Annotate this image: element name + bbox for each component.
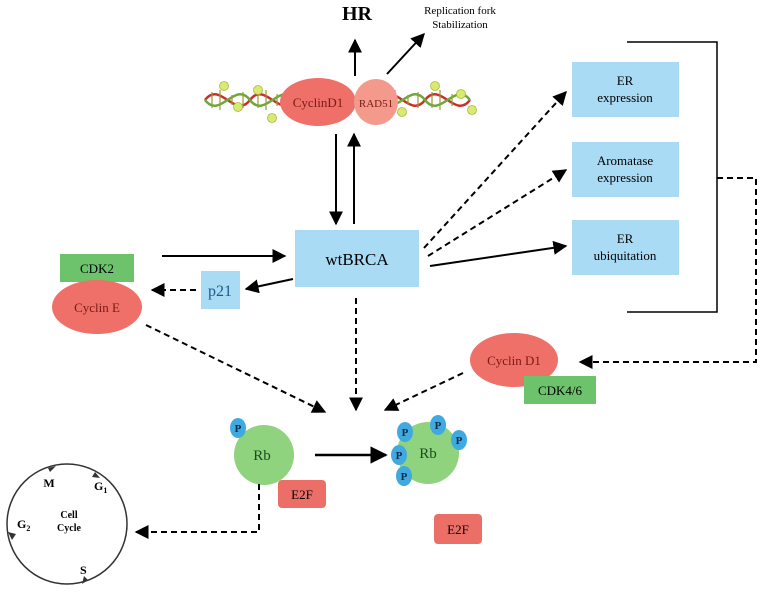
phase-s-label: S bbox=[80, 563, 87, 577]
cyclin-e-oval bbox=[52, 280, 142, 334]
arrow-cyclin-d1-to-rb bbox=[383, 372, 464, 411]
cell-cycle-arrowhead-top bbox=[48, 466, 56, 472]
rb-left-label: Rb bbox=[253, 448, 271, 464]
phosphate-right-3-label: P bbox=[456, 435, 463, 447]
phase-g1-label: G1 bbox=[94, 479, 107, 495]
phosphate-right-1-label: P bbox=[402, 427, 409, 439]
er-ubiq-label-line2: ubiquitation bbox=[594, 248, 657, 263]
cyclin-e-label: Cyclin E bbox=[74, 300, 120, 315]
cell-cycle-arrowhead-left bbox=[8, 532, 16, 540]
er-expression-label-line1: ER bbox=[617, 73, 634, 88]
cyclin-d1-label: Cyclin D1 bbox=[487, 353, 541, 368]
phase-g2-label: G2 bbox=[17, 517, 30, 533]
hr-label: HR bbox=[342, 3, 373, 25]
phosphate-right-4 bbox=[391, 445, 407, 465]
wtbrca-box bbox=[295, 230, 419, 287]
cyclin-d1-oval bbox=[470, 333, 558, 387]
replication-fork-label-line1: Replication fork bbox=[424, 5, 496, 17]
cell-cycle-title-line1: Cell bbox=[60, 510, 77, 521]
arrow-to-replication bbox=[386, 32, 425, 75]
rad51-oval bbox=[354, 79, 398, 125]
cdk2-box bbox=[60, 254, 134, 282]
aromatase-label-line2: expression bbox=[597, 170, 653, 185]
arrow-wtbrca-to-aromatase bbox=[427, 169, 568, 257]
rb-left-circle bbox=[234, 425, 294, 485]
cdk46-label: CDK4/6 bbox=[538, 383, 583, 398]
wtbrca-label: wtBRCA bbox=[325, 250, 389, 269]
phase-m-label: M bbox=[43, 476, 54, 490]
cell-cycle-title-line2: Cycle bbox=[57, 523, 81, 534]
cdk46-box bbox=[524, 376, 596, 404]
e2f-free-label: E2F bbox=[447, 522, 469, 537]
arrow-bracket-to-cyclin-d1 bbox=[578, 177, 757, 369]
e2f-bound-box bbox=[278, 480, 326, 508]
cell-cycle-arrowhead-bottom bbox=[82, 576, 88, 584]
rb-right-circle bbox=[397, 422, 459, 484]
p21-label: p21 bbox=[208, 283, 232, 300]
cyclind1-dna-oval bbox=[280, 78, 356, 126]
e2f-bound-label: E2F bbox=[291, 487, 313, 502]
phosphate-right-3 bbox=[451, 430, 467, 450]
rad51-label: RAD51 bbox=[359, 98, 393, 110]
rb-right-label: Rb bbox=[419, 446, 437, 462]
phosphate-left-label: P bbox=[235, 423, 242, 435]
phosphate-left bbox=[230, 418, 246, 438]
arrow-cyclin-e-to-rb bbox=[145, 324, 327, 413]
cell-cycle-circle bbox=[6, 463, 128, 585]
arrow-e2f-to-cell-cycle bbox=[134, 484, 260, 539]
e2f-free-box bbox=[434, 514, 482, 544]
cell-cycle-arrowhead-right bbox=[92, 472, 100, 478]
er-ubiquitation-box bbox=[572, 220, 679, 275]
aromatase-expression-box bbox=[572, 142, 679, 197]
cdk2-label: CDK2 bbox=[80, 261, 114, 276]
replication-fork-label-line2: Stabilization bbox=[432, 19, 488, 31]
er-expression-label-line2: expression bbox=[597, 90, 653, 105]
phosphate-right-4-label: P bbox=[396, 450, 403, 462]
phosphate-right-2 bbox=[430, 415, 446, 435]
arrow-wtbrca-to-p21 bbox=[244, 278, 294, 294]
er-ubiq-label-line1: ER bbox=[617, 231, 634, 246]
arrow-wtbrca-to-er-expression bbox=[423, 90, 567, 249]
arrow-wtbrca-to-er-ubiq bbox=[429, 240, 568, 267]
er-expression-box bbox=[572, 62, 679, 117]
phosphate-right-1 bbox=[397, 422, 413, 442]
phosphate-right-5 bbox=[396, 466, 412, 486]
aromatase-label-line1: Aromatase bbox=[597, 153, 654, 168]
p21-box bbox=[201, 271, 240, 309]
phosphate-right-2-label: P bbox=[435, 420, 442, 432]
cyclind1-dna-label: CyclinD1 bbox=[293, 95, 344, 110]
phosphate-right-5-label: P bbox=[401, 471, 408, 483]
